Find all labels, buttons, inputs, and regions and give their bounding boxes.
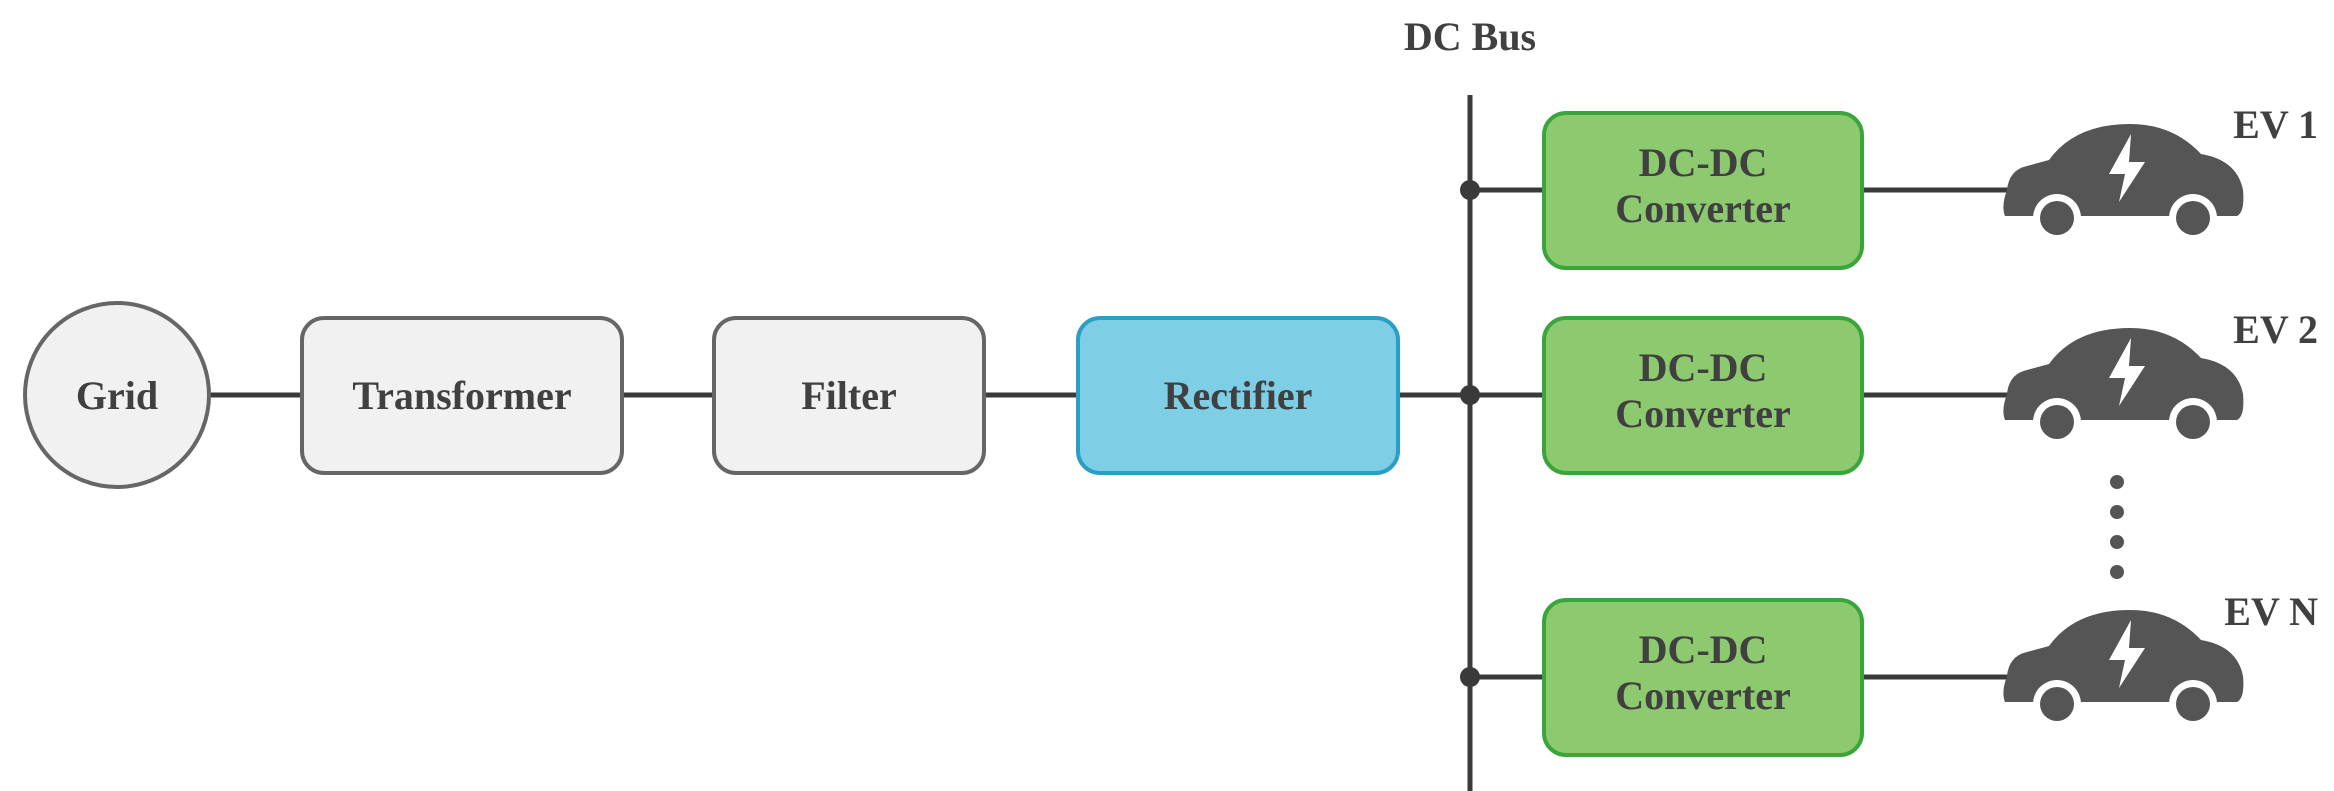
grid-node: Grid [23, 301, 211, 489]
rectifier-box [1076, 316, 1400, 475]
converter-block-1: DC-DC Converter [1542, 111, 1864, 270]
converter-label-line2: Converter [1615, 391, 1790, 436]
ev-2-car-icon [2003, 328, 2244, 446]
filter-box [712, 316, 986, 475]
bus-junctions [1460, 180, 1480, 687]
ev-1-car-icon [2003, 124, 2244, 242]
converter-label-line1: DC-DC [1639, 345, 1768, 390]
converter-label-line1: DC-DC [1639, 140, 1768, 185]
ellipsis-dots [2110, 475, 2124, 579]
transformer-box [300, 316, 624, 475]
junction-dot [1460, 385, 1480, 405]
ev-2-label: EV 2 [2233, 307, 2318, 352]
ev-n-car-icon [2003, 610, 2244, 728]
converter-label-line2: Converter [1615, 673, 1790, 718]
ellipsis-dot [2110, 565, 2124, 579]
transformer-block: Transformer [300, 316, 624, 475]
converter-block-n: DC-DC Converter [1542, 598, 1864, 757]
filter-label: Filter [801, 373, 897, 418]
converter-box [1542, 316, 1864, 475]
ellipsis-dot [2110, 535, 2124, 549]
junction-dot [1460, 180, 1480, 200]
rectifier-block: Rectifier [1076, 316, 1400, 475]
converter-label-line2: Converter [1615, 186, 1790, 231]
converter-box [1542, 111, 1864, 270]
converter-box [1542, 598, 1864, 757]
converter-label-line1: DC-DC [1639, 627, 1768, 672]
rectifier-label: Rectifier [1164, 373, 1313, 418]
grid-circle [23, 301, 211, 489]
dc-bus-label: DC Bus [1404, 14, 1536, 59]
junction-dot [1460, 667, 1480, 687]
ellipsis-dot [2110, 505, 2124, 519]
grid-label: Grid [76, 373, 158, 418]
ellipsis-dot [2110, 475, 2124, 489]
transformer-label: Transformer [352, 373, 571, 418]
ev-n-label: EV N [2224, 589, 2318, 634]
filter-block: Filter [712, 316, 986, 475]
converter-block-2: DC-DC Converter [1542, 316, 1864, 475]
ev-1-label: EV 1 [2233, 102, 2318, 147]
